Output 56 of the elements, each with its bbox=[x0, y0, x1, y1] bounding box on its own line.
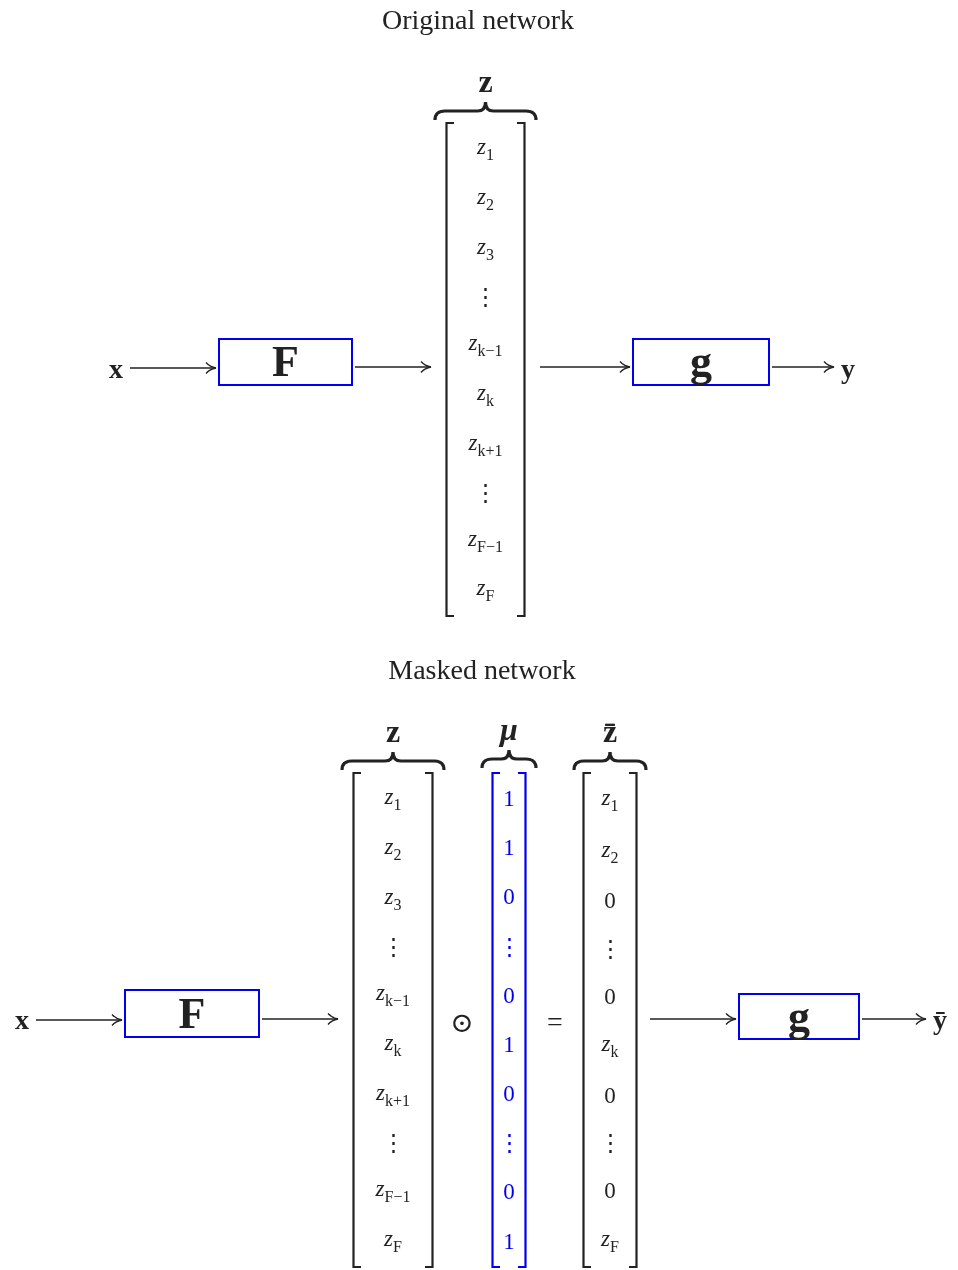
function-box: F bbox=[124, 989, 260, 1038]
variable-label: x bbox=[10, 1005, 34, 1035]
vector-entry: z$_{1}$ bbox=[477, 134, 494, 164]
vector-entry: ⋮ bbox=[497, 933, 521, 959]
vector-entry: z$_{F−1}$ bbox=[375, 1176, 411, 1206]
vector-label: z̄ bbox=[601, 712, 619, 750]
vector-entry: ⋮ bbox=[381, 934, 405, 960]
vector-entry: z$_{k+1}$ bbox=[376, 1080, 410, 1110]
function-box: F bbox=[218, 338, 353, 386]
vector-entry: z$_{F}$ bbox=[384, 1226, 402, 1256]
vector-entry: z$_{2}$ bbox=[477, 184, 494, 214]
vector-entry: z$_{1}$ bbox=[601, 785, 619, 815]
variable-label: x bbox=[104, 354, 128, 384]
vector-entry: 1 bbox=[503, 785, 515, 812]
vector-entry: 0 bbox=[604, 983, 616, 1009]
vector-entry: ⋮ bbox=[474, 283, 497, 310]
vector-entry: z$_{k}$ bbox=[384, 1030, 402, 1060]
vector-entry: 0 bbox=[503, 1179, 515, 1205]
vector-entry: z$_{1}$ bbox=[384, 784, 402, 814]
vector-entry: z$_{F−1}$ bbox=[468, 525, 503, 555]
vector-entry: 0 bbox=[604, 1082, 616, 1108]
vector-entry: 0 bbox=[503, 884, 515, 910]
vector-entry: 0 bbox=[604, 888, 616, 914]
variable-label: ȳ bbox=[928, 1005, 952, 1035]
vector-entry: z$_{3}$ bbox=[477, 234, 494, 264]
function-box: g bbox=[632, 338, 770, 386]
vector-entry: ⋮ bbox=[598, 1130, 622, 1156]
vector-entry: 0 bbox=[604, 1177, 616, 1204]
vector-entry: 0 bbox=[503, 1081, 515, 1107]
vector-entry: z$_{k+1}$ bbox=[468, 429, 503, 459]
equals-sign: = bbox=[547, 1006, 563, 1038]
vector-entry: 1 bbox=[503, 1228, 515, 1254]
vector-entry: z$_{k−1}$ bbox=[376, 980, 410, 1010]
section-title: Masked network bbox=[388, 654, 576, 686]
vector-entry: z$_{2}$ bbox=[601, 836, 619, 866]
vector-entry: z$_{3}$ bbox=[384, 884, 402, 914]
variable-label: y bbox=[836, 354, 860, 384]
vector-label: z bbox=[384, 712, 402, 750]
vector-entry: ⋮ bbox=[381, 1130, 405, 1156]
vector-entry: z$_{F}$ bbox=[476, 575, 495, 605]
vector-entry: 0 bbox=[503, 982, 515, 1008]
vector-entry: z$_{k}$ bbox=[477, 379, 494, 409]
vector-entry: 1 bbox=[503, 1031, 515, 1058]
hadamard-product-operator: ⊙ bbox=[450, 1005, 474, 1039]
vector-entry: ⋮ bbox=[474, 479, 497, 505]
vector-label: μ bbox=[497, 710, 519, 748]
vector-entry: z$_{F}$ bbox=[601, 1225, 619, 1255]
vector-entry: z$_{2}$ bbox=[384, 834, 402, 864]
vector-entry: ⋮ bbox=[598, 935, 622, 962]
vector-entry: ⋮ bbox=[497, 1130, 521, 1156]
section-title: Original network bbox=[381, 4, 575, 36]
vector-entry: z$_{k−1}$ bbox=[468, 329, 503, 360]
vector-entry: 1 bbox=[503, 835, 515, 861]
vector-entry: z$_{k}$ bbox=[601, 1031, 619, 1061]
vector-label: z bbox=[477, 62, 494, 100]
function-box: g bbox=[738, 993, 860, 1040]
